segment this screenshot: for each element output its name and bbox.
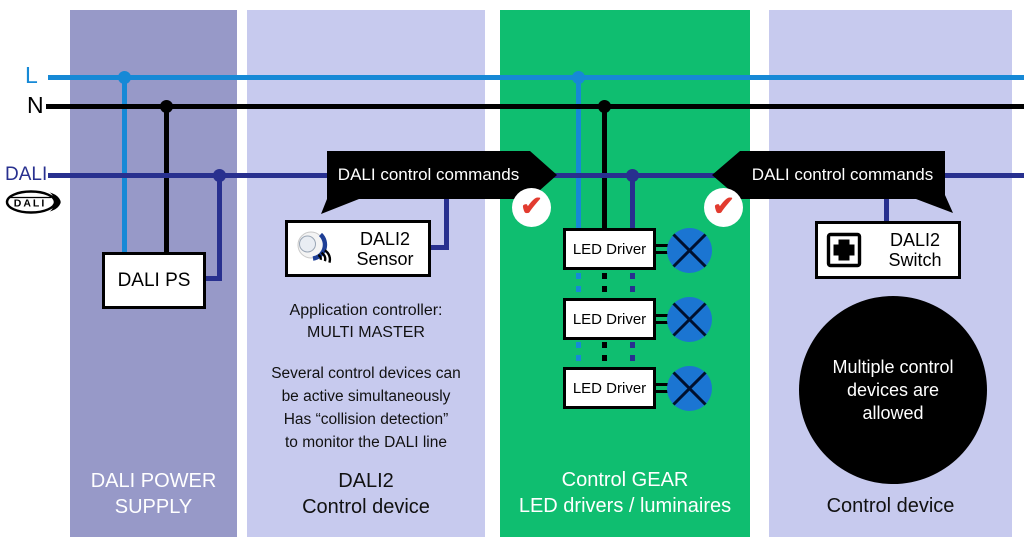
dali-drop-to-led-driver xyxy=(630,175,635,228)
caption-line: Control device xyxy=(826,495,955,517)
caption-line: Control GEAR xyxy=(561,469,689,491)
neutral-bus-wire xyxy=(46,104,1024,109)
note-line: to monitor the DALI line xyxy=(285,434,447,451)
caption-line: DALI POWER xyxy=(90,470,217,492)
dali-drop-to-sensor xyxy=(444,175,449,250)
note-line: MULTI MASTER xyxy=(307,324,425,341)
dali-drop-to-dali-ps xyxy=(217,175,222,281)
badge-line: Multiple control xyxy=(832,356,954,377)
switch-label: DALI2 Switch xyxy=(872,230,958,270)
control-column-caption: DALI2 Control device xyxy=(247,468,485,520)
multiple-devices-badge: Multiple control devices are allowed xyxy=(799,296,987,484)
live-wire-label: L xyxy=(25,62,38,88)
check-icon: ✔ xyxy=(520,191,543,221)
caption-line: LED drivers / luminaires xyxy=(518,495,732,517)
application-controller-note: Application controller: MULTI MASTER xyxy=(247,300,485,344)
junction-dot xyxy=(213,169,226,182)
luminaire-lamp-icon xyxy=(667,228,712,273)
junction-dot xyxy=(160,100,173,113)
live-bus-wire xyxy=(48,75,1024,80)
check-badge: ✔ xyxy=(512,188,551,227)
led-driver-label: LED Driver xyxy=(572,310,647,328)
dali-ps-label: DALI PS xyxy=(117,269,191,291)
switch-column-caption: Control device xyxy=(769,493,1012,519)
multi-master-note: Several control devices can be active si… xyxy=(247,362,485,454)
check-icon: ✔ xyxy=(712,191,735,221)
badge-line: allowed xyxy=(862,402,924,423)
gear-column-caption: Control GEAR LED drivers / luminaires xyxy=(500,467,750,519)
callout-text: DALI control commands xyxy=(751,165,934,184)
switch-label-line1: DALI2 xyxy=(889,230,941,250)
dali-power-supply-box: DALI PS xyxy=(102,252,206,309)
led-driver-box: LED Driver xyxy=(563,367,656,409)
driver-lamp-link xyxy=(654,251,669,254)
live-drop-to-dali-ps xyxy=(122,76,127,252)
push-switch-icon xyxy=(826,232,862,268)
dali-logo: DALI xyxy=(5,190,61,214)
occupancy-sensor-icon xyxy=(297,231,332,263)
sensor-label-line1: DALI2 xyxy=(359,228,411,249)
dotted-live-wire xyxy=(576,273,581,295)
neutral-drop-to-led-driver xyxy=(602,106,607,228)
dali2-switch-box: DALI2 Switch xyxy=(815,221,961,279)
led-driver-box: LED Driver xyxy=(563,228,656,270)
note-line: Has “collision detection” xyxy=(283,411,449,428)
caption-line: SUPPLY xyxy=(114,496,193,518)
led-driver-label: LED Driver xyxy=(572,240,647,258)
luminaire-lamp-icon xyxy=(667,297,712,342)
led-driver-box: LED Driver xyxy=(563,298,656,340)
neutral-wire-label: N xyxy=(27,92,44,118)
control-gear-column xyxy=(500,10,750,537)
driver-lamp-link xyxy=(654,244,669,247)
luminaire-lamp-icon xyxy=(667,366,712,411)
caption-line: DALI2 xyxy=(338,470,394,492)
badge-line: devices are xyxy=(846,379,940,400)
dali2-sensor-box: DALI2 Sensor xyxy=(285,220,431,277)
dotted-neutral-wire xyxy=(602,273,607,295)
driver-lamp-link xyxy=(654,390,669,393)
driver-lamp-link xyxy=(654,314,669,317)
sensor-label: DALI2 Sensor xyxy=(342,229,428,269)
switch-label-line2: Switch xyxy=(888,250,942,270)
dali-link-to-dali-ps xyxy=(203,276,222,281)
sensor-label-line2: Sensor xyxy=(356,248,414,269)
dali-wire-label: DALI xyxy=(5,164,48,185)
power-column-caption: DALI POWER SUPPLY xyxy=(70,468,237,520)
check-badge: ✔ xyxy=(704,188,743,227)
note-line: Application controller: xyxy=(289,302,443,319)
dotted-live-wire xyxy=(576,342,581,364)
dali-link-to-sensor xyxy=(429,245,449,250)
junction-dot xyxy=(626,169,639,182)
note-line: Several control devices can xyxy=(271,365,461,382)
junction-dot xyxy=(572,71,585,84)
dotted-neutral-wire xyxy=(602,342,607,364)
junction-dot xyxy=(118,71,131,84)
junction-dot xyxy=(598,100,611,113)
driver-lamp-link xyxy=(654,383,669,386)
callout-text: DALI control commands xyxy=(337,165,520,184)
dotted-dali-wire xyxy=(630,342,635,364)
caption-line: Control device xyxy=(302,496,430,518)
dali-logo-text: DALI xyxy=(14,198,47,210)
driver-lamp-link xyxy=(654,321,669,324)
live-drop-to-led-driver xyxy=(576,76,581,228)
led-driver-label: LED Driver xyxy=(572,379,647,397)
note-line: be active simultaneously xyxy=(281,388,451,405)
neutral-drop-to-dali-ps xyxy=(164,106,169,252)
dotted-dali-wire xyxy=(630,273,635,295)
